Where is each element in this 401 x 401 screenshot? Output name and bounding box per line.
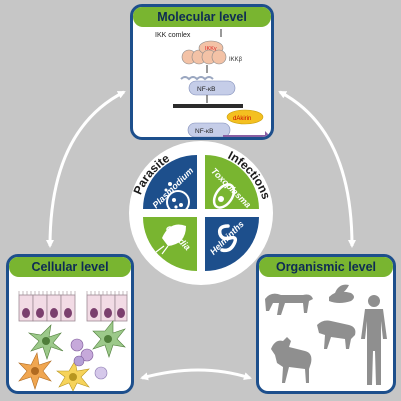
nfkb-bottom-label: NF-κB	[195, 128, 213, 135]
plasmodium-dot-icon	[174, 205, 178, 209]
giardia-flagella-icon	[155, 245, 169, 255]
toxoplasma-icon	[212, 183, 236, 209]
organismic-level-title: Organismic level	[275, 260, 377, 274]
lymphocyte-purple-1	[70, 338, 84, 352]
organismic-level-panel: Organismic level	[256, 254, 396, 394]
ikk-gamma-label: IKKγ	[205, 46, 217, 52]
giardia-icon	[162, 224, 186, 246]
nfkb-complex-bottom-icon	[187, 122, 231, 137]
cellular-level-title-tab: Cellular level	[9, 257, 131, 277]
plasmodium-dot-icon	[164, 188, 168, 192]
dendritic-cell-yellow-nucleus	[69, 373, 77, 381]
arrow-cellular-organismic	[140, 368, 252, 381]
dendritic-cell-orange-nucleus	[31, 367, 39, 375]
plasmodium-dot-icon	[179, 203, 183, 207]
cheetah-icon	[265, 293, 313, 315]
hyena-icon	[317, 320, 356, 349]
microvilli-right	[86, 291, 128, 295]
toxoplasma-nucleus-icon	[218, 196, 224, 202]
horse-icon	[271, 337, 312, 383]
dakirin-label: dAkirin	[233, 116, 251, 122]
ikk-subunit-icon	[211, 49, 227, 65]
plasmodium-cell-icon	[166, 190, 190, 214]
nfkb-complex-top-icon	[188, 80, 236, 96]
nuclear-membrane-bar	[173, 104, 243, 108]
molecular-level-title: Molecular level	[157, 10, 247, 24]
ikk-complex-label: IKK comlex	[155, 32, 191, 39]
ikk-beta-label: IKKβ	[229, 57, 243, 63]
molecular-level-panel: Molecular level IKK comlex IKKγ IKKβ NF-…	[130, 4, 274, 140]
transcription-arrow-icon	[223, 131, 271, 137]
plasmodium-dot-icon	[168, 182, 172, 186]
lymphocyte-purple-3	[73, 355, 85, 367]
dendritic-cell-green-2-nucleus	[104, 335, 112, 343]
helminth-icon	[217, 224, 238, 253]
lymphocyte-purple-2	[80, 348, 94, 362]
arrow-molecular-cellular	[46, 90, 126, 248]
dakirin-icon	[226, 109, 264, 125]
epithelial-nuclei-right	[90, 308, 125, 318]
nfkb-top-label: NF-κB	[197, 86, 215, 93]
plasmodium-dot-icon	[172, 198, 176, 202]
organisms-illustration	[265, 284, 387, 385]
molecular-level-title-tab: Molecular level	[133, 7, 271, 27]
cellular-level-title: Cellular level	[31, 260, 109, 274]
arrow-molecular-organismic	[278, 90, 356, 248]
fly-icon	[329, 284, 354, 303]
ikappab-chain-icon	[180, 76, 214, 81]
lymphocyte-lilac	[94, 366, 108, 380]
human-body-icon	[361, 309, 387, 385]
cells-illustration	[18, 291, 128, 391]
microvilli-left	[18, 291, 76, 295]
organismic-level-title-tab: Organismic level	[259, 257, 393, 277]
dendritic-cell-green-1-nucleus	[42, 337, 50, 345]
quadrant-toxoplasma	[205, 155, 259, 209]
nfkb-pathway-illustration: IKK comlex IKKγ IKKβ NF-κB dAkirin NF-κB	[155, 29, 271, 137]
human-head-icon	[368, 295, 380, 307]
cellular-level-panel: Cellular level	[6, 254, 134, 394]
epithelial-nuclei-left	[22, 308, 72, 318]
